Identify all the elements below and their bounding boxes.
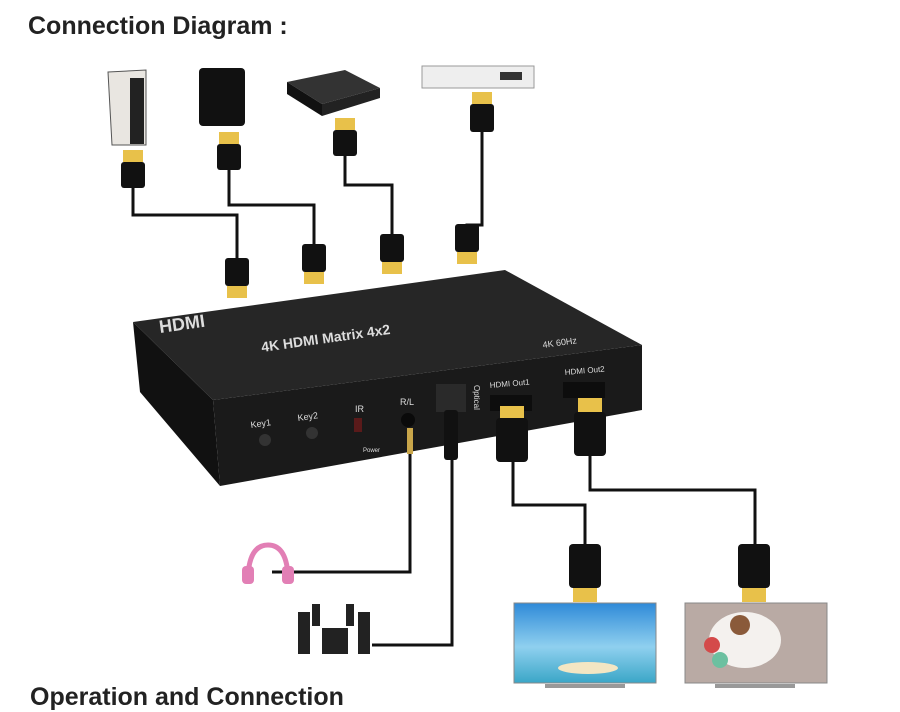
- hdmi-connectors-top: [121, 92, 494, 298]
- audio-jack: [401, 413, 415, 427]
- key2-button[interactable]: [306, 427, 318, 439]
- optical-plug: [444, 410, 458, 460]
- rl-label: R/L: [400, 397, 414, 407]
- source-device-dvd-player: [421, 65, 535, 89]
- device-spec: 4K 60Hz: [542, 335, 578, 350]
- hdmi-out2-port: [563, 382, 605, 398]
- output-cables: [272, 430, 757, 647]
- ir-sensor: [354, 418, 362, 432]
- ir-label: IR: [355, 404, 365, 414]
- source-device-console: [199, 68, 245, 126]
- hdmi-connectors-out: [496, 398, 770, 602]
- hdmi-out2-label: HDMI Out2: [564, 364, 605, 377]
- key1-button[interactable]: [259, 434, 271, 446]
- tv-display-1: [513, 602, 657, 688]
- source-device-pc: [107, 69, 147, 146]
- source-device-set-top-box: [287, 70, 380, 116]
- input-cables: [131, 130, 484, 262]
- key2-label: Key2: [297, 410, 319, 423]
- audio-plug: [407, 428, 413, 454]
- power-label: Power: [363, 448, 380, 454]
- diagram-title: Connection Diagram :: [28, 12, 288, 40]
- hdmi-matrix-device: HDMI 4K HDMI Matrix 4x2 4K 60Hz Key1 Key…: [133, 270, 642, 486]
- tv-display-2: [684, 602, 828, 688]
- optical-label: Optical: [472, 385, 481, 410]
- key1-label: Key1: [250, 417, 272, 430]
- headphones-icon: [242, 542, 294, 584]
- speaker-system-icon: [298, 604, 370, 654]
- optical-port: [436, 384, 466, 412]
- hdmi-out1-label: HDMI Out1: [489, 377, 530, 390]
